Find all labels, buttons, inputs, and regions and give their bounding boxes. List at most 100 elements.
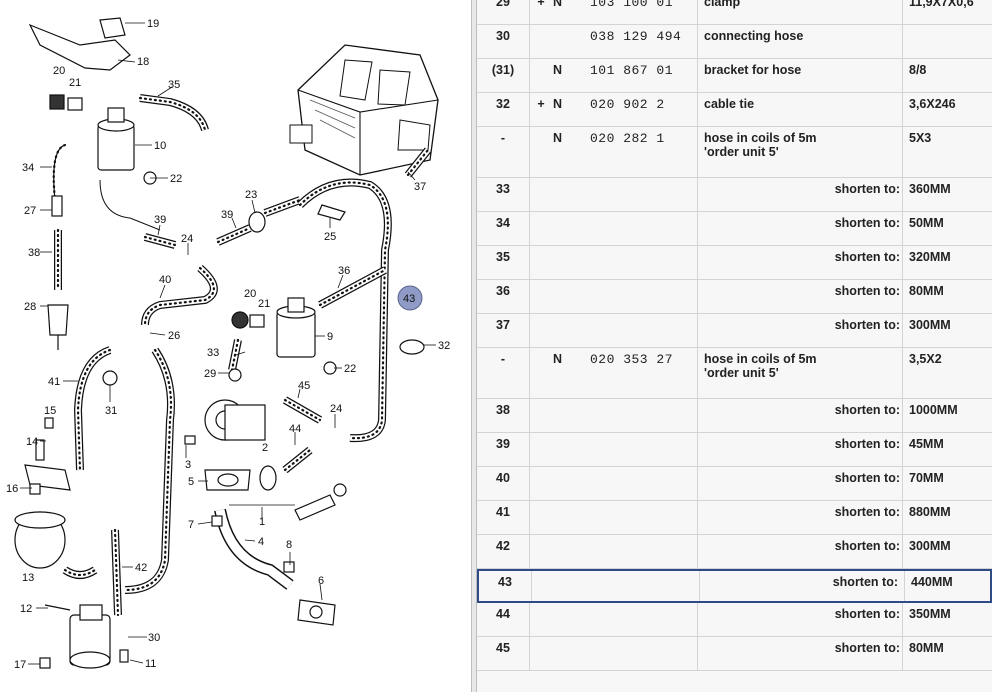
quantity: 3,5X2 [909, 352, 942, 366]
shorten-label: shorten to: [834, 505, 900, 519]
callout-27: 27 [24, 205, 36, 217]
part-number: 020 902 2 [590, 97, 665, 112]
item-number: 45 [496, 641, 510, 655]
callout-37: 37 [414, 181, 426, 193]
column-divider [697, 637, 698, 670]
column-divider [529, 603, 530, 636]
column-divider [697, 127, 698, 177]
callout-22: 22 [170, 173, 182, 185]
item-number: 38 [496, 403, 510, 417]
air-filter-housing [289, 44, 439, 176]
callout-39: 39 [154, 214, 166, 226]
item-number: 36 [496, 284, 510, 298]
callout-16: 16 [6, 483, 18, 495]
callout-19: 19 [147, 18, 159, 30]
item-number: 39 [496, 437, 510, 451]
pane-splitter[interactable] [471, 0, 477, 692]
callout-4: 4 [258, 536, 264, 548]
column-divider [902, 314, 903, 347]
quantity: 350MM [909, 607, 951, 621]
item-number: 34 [496, 216, 510, 230]
quantity: 320MM [909, 250, 951, 264]
item-number: 32 [496, 97, 510, 111]
callout-13: 13 [22, 572, 34, 584]
table-row[interactable]: 34 shorten to: 50MM [477, 212, 992, 246]
description: cable tie [704, 97, 755, 111]
quantity: 880MM [909, 505, 951, 519]
column-divider [902, 127, 903, 177]
column-divider [902, 637, 903, 670]
plus-marker: + [537, 0, 545, 9]
shorten-label: shorten to: [834, 607, 900, 621]
callout-9: 9 [327, 331, 333, 343]
column-divider [529, 348, 530, 398]
description: connecting hose [704, 29, 804, 43]
column-divider [697, 25, 698, 58]
callout-32: 32 [438, 340, 450, 352]
shorten-label: shorten to: [834, 641, 900, 655]
callout-24b: 24 [330, 403, 342, 415]
callout-21b: 21 [258, 298, 270, 310]
column-divider [902, 467, 903, 500]
callout-24: 24 [181, 233, 193, 245]
part-number: 103 100 01 [590, 0, 674, 10]
quantity: 50MM [909, 216, 944, 230]
callout-30: 30 [148, 632, 160, 644]
column-divider [902, 501, 903, 534]
item-number: 40 [496, 471, 510, 485]
column-divider [902, 535, 903, 568]
column-divider [697, 0, 698, 24]
shorten-label: shorten to: [834, 471, 900, 485]
callout-38: 38 [28, 247, 40, 259]
description: bracket for hose [704, 63, 802, 77]
quantity: 11,9X7X0,6 [909, 0, 974, 9]
column-divider [529, 467, 530, 500]
item-number: (31) [491, 63, 515, 77]
shorten-label: shorten to: [834, 182, 900, 196]
shorten-label: shorten to: [834, 284, 900, 298]
callout-35: 35 [168, 79, 180, 91]
item-number: - [500, 352, 506, 366]
column-divider [697, 467, 698, 500]
callout-33: 33 [207, 347, 219, 359]
highlight-callout-43[interactable] [397, 285, 423, 311]
exploded-parts-diagram[interactable]: 19 18 20 21 35 10 34 22 27 39 24 23 39 2… [0, 0, 471, 692]
callout-25: 25 [324, 231, 336, 243]
callout-22b: 22 [344, 363, 356, 375]
callout-11: 11 [145, 658, 156, 670]
column-divider [697, 501, 698, 534]
callout-15: 15 [44, 405, 56, 417]
callout-2: 2 [262, 442, 268, 454]
item-number: - [500, 131, 506, 145]
quantity: 80MM [909, 641, 944, 655]
callout-8: 8 [286, 539, 292, 551]
column-divider [697, 93, 698, 126]
column-divider [902, 25, 903, 58]
column-divider [697, 399, 698, 432]
callout-1: 1 [259, 516, 265, 528]
column-divider [697, 280, 698, 313]
shorten-label: shorten to: [834, 216, 900, 230]
quantity: 300MM [909, 318, 951, 332]
column-divider [529, 127, 530, 177]
table-row[interactable]: 45 shorten to: 80MM [477, 637, 992, 671]
callout-10: 10 [154, 140, 166, 152]
